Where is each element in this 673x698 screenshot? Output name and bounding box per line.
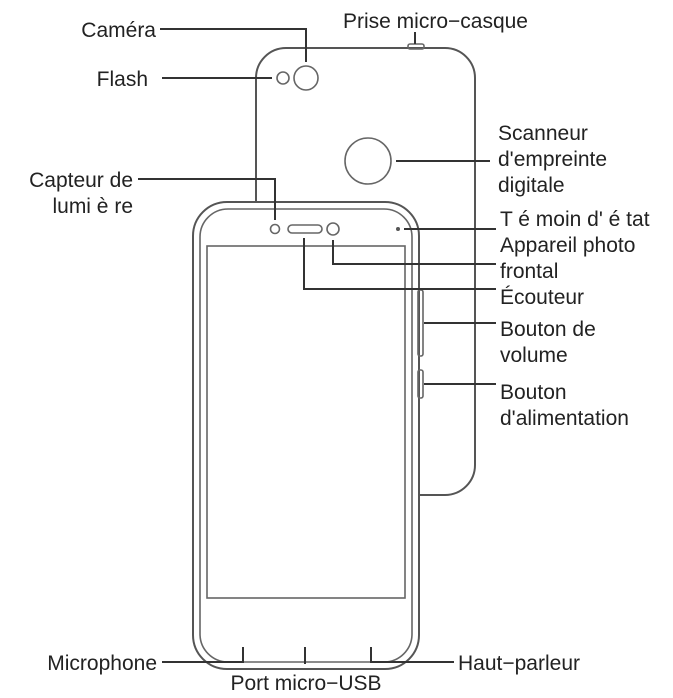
leader-earpiece xyxy=(303,238,496,290)
status-light-icon xyxy=(396,227,400,231)
label-earpiece: Écouteur xyxy=(500,286,584,309)
label-front-camera-line2: frontal xyxy=(500,260,558,283)
leader-front-camera xyxy=(332,240,496,265)
earpiece-slot xyxy=(287,224,323,234)
label-volume-line2: volume xyxy=(500,344,568,367)
label-microphone: Microphone xyxy=(47,652,157,675)
label-light-sensor-line2: lumi è re xyxy=(52,195,133,218)
label-fingerprint-line3: digitale xyxy=(498,174,565,197)
power-button-shape xyxy=(417,369,424,399)
label-power-line1: Bouton xyxy=(500,381,567,404)
label-flash: Flash xyxy=(97,68,148,91)
front-camera-icon xyxy=(326,222,340,236)
label-power-line2: d'alimentation xyxy=(500,407,629,430)
leader-camera xyxy=(160,28,307,62)
headset-jack-slot xyxy=(407,43,425,50)
label-front-camera-line1: Appareil photo xyxy=(500,234,635,257)
leader-speaker xyxy=(370,647,454,663)
label-fingerprint-line1: Scanneur xyxy=(498,122,588,145)
rear-flash-icon xyxy=(276,71,290,85)
label-speaker: Haut−parleur xyxy=(458,652,580,675)
light-sensor-icon xyxy=(269,223,281,235)
label-usb-port: Port micro−USB xyxy=(230,672,381,695)
label-volume-line1: Bouton de xyxy=(500,318,596,341)
label-headset-jack: Prise micro−casque xyxy=(343,10,528,33)
phone-front-body xyxy=(192,201,420,670)
rear-camera-icon xyxy=(293,65,319,91)
label-fingerprint-line2: d'empreinte xyxy=(498,148,607,171)
fingerprint-scanner-icon xyxy=(344,137,392,185)
phone-screen xyxy=(206,245,406,599)
leader-microphone xyxy=(162,647,244,663)
label-light-sensor-line1: Capteur de xyxy=(29,169,133,192)
label-camera: Caméra xyxy=(81,19,156,42)
leader-light-sensor xyxy=(138,178,276,220)
label-status-light: T é moin d' é tat xyxy=(500,208,650,231)
